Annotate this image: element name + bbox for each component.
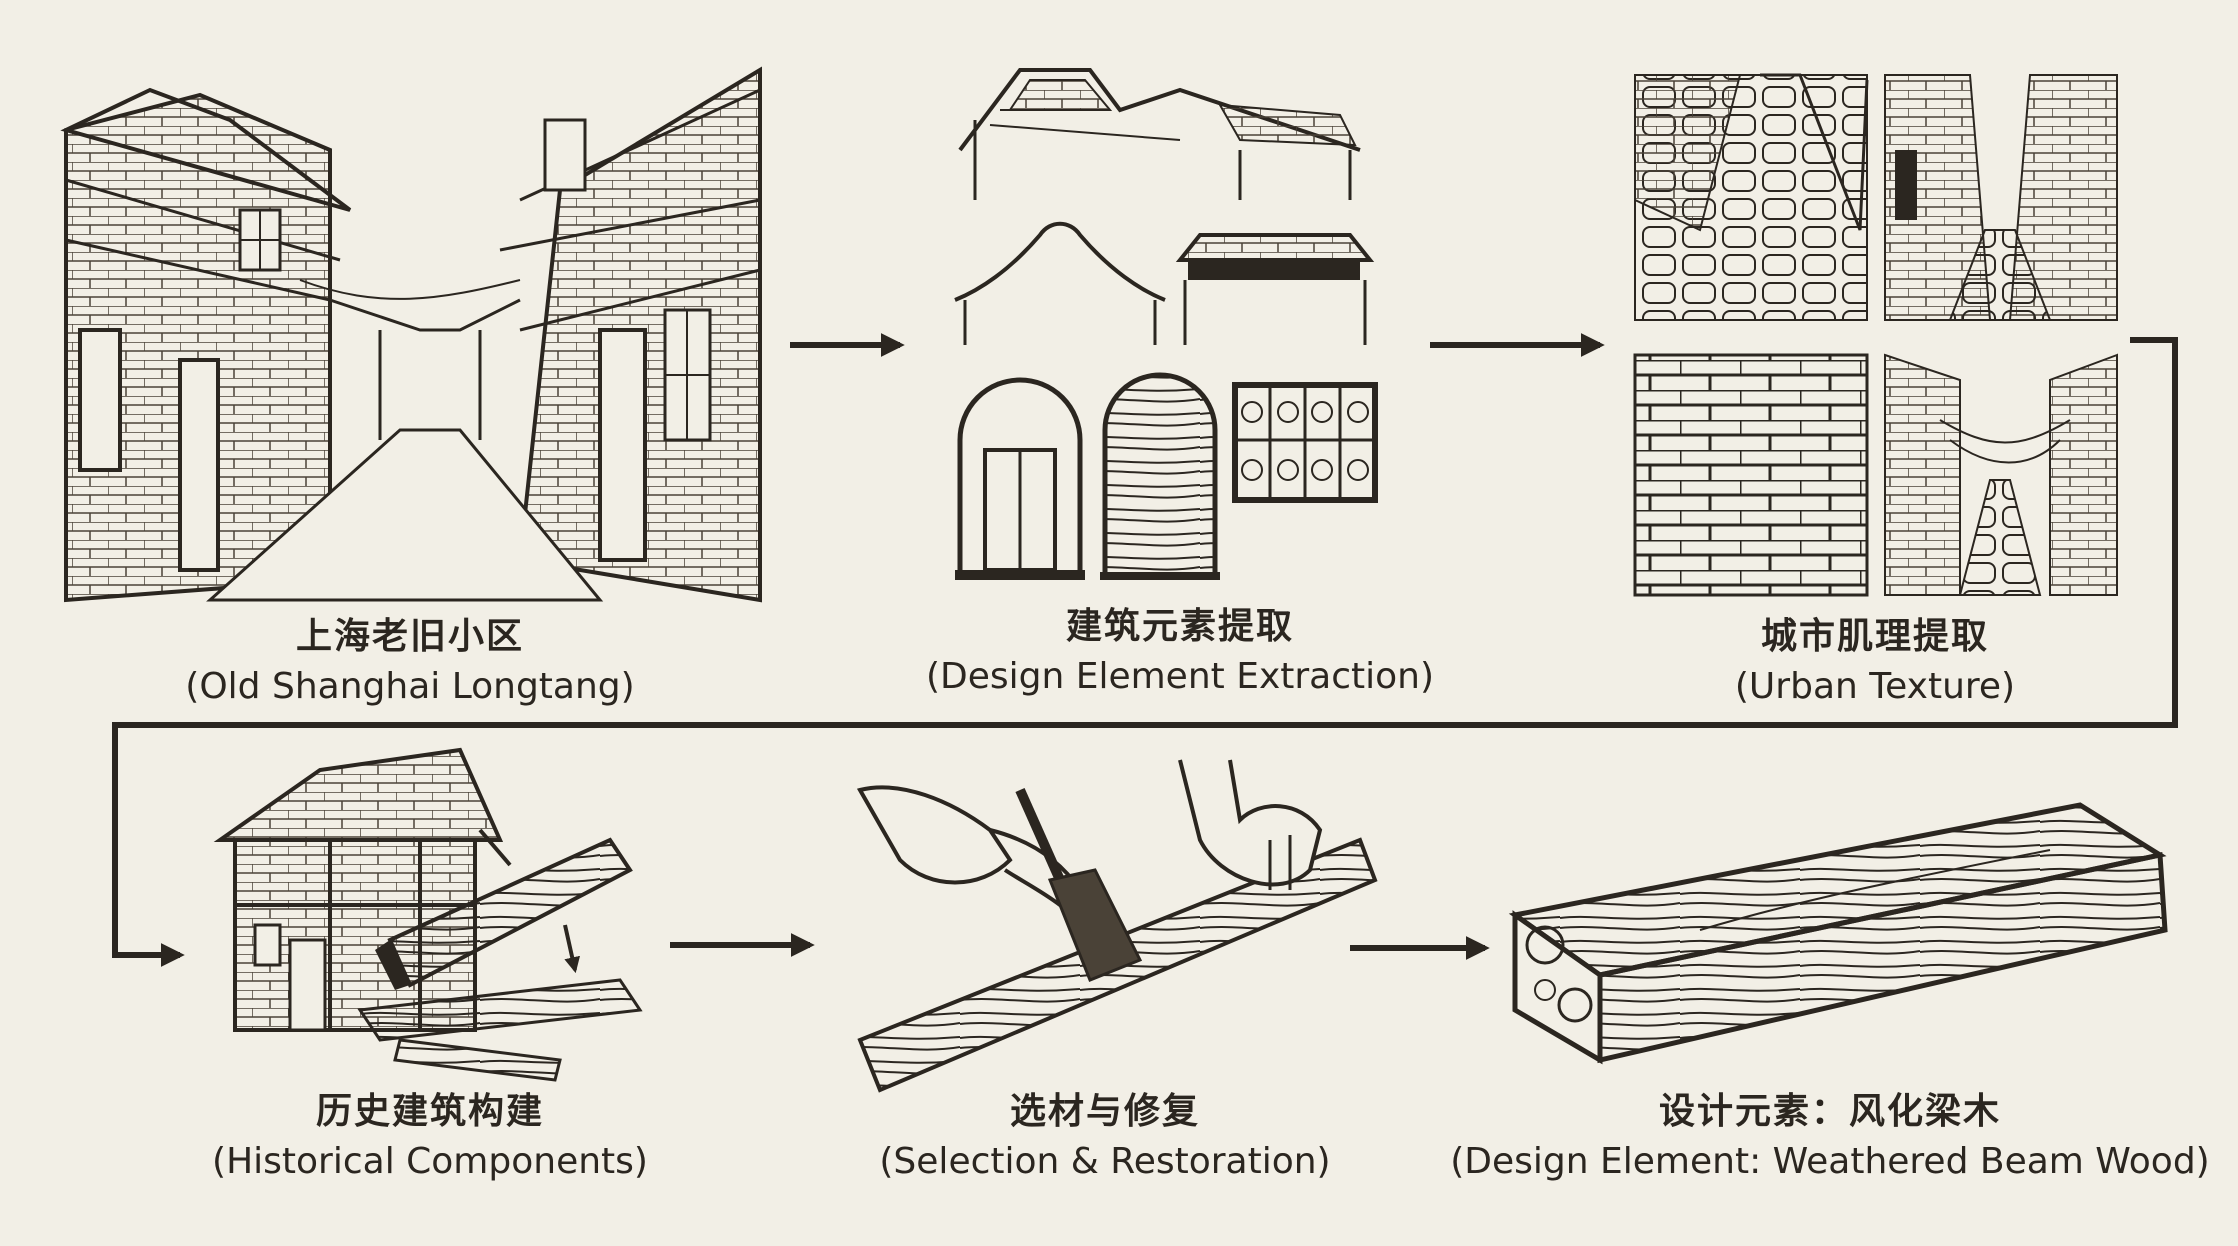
architectural-elements-icon [954,68,1378,580]
step-title-en: (Design Element: Weathered Beam Wood) [1450,1141,2210,1183]
step-title-en: (Urban Texture) [1734,666,2016,708]
weathered-beam-icon [1508,802,2168,1065]
step-title-en: (Selection & Restoration) [879,1141,1331,1183]
step-title-en: (Historical Components) [212,1141,648,1183]
alley-sketch-icon [60,66,762,603]
step-label-old-longtang: 上海老旧小区 (Old Shanghai Longtang) [150,615,670,711]
step-title-zh: 选材与修复 [1009,1091,1200,1132]
step-title-en: (Design Element Extraction) [925,656,1435,698]
step-label-urban-texture: 城市肌理提取 (Urban Texture) [1650,615,2100,711]
flow-arrows [112,333,2178,967]
step-title-zh: 设计元素：风化梁木 [1658,1091,2001,1132]
step-title-zh: 城市肌理提取 [1760,616,1989,657]
hands-brush-icon [856,759,1378,1093]
step-title-zh: 历史建筑构建 [315,1091,544,1132]
urban-texture-icon [1633,73,2118,597]
connector-row1-to-row2 [112,337,2178,967]
step-label-weathered-beam: 设计元素：风化梁木 (Design Element: Weathered Bea… [1450,1090,2210,1186]
old-building-beam-icon [213,747,643,1082]
step-title-en: (Old Shanghai Longtang) [185,666,635,708]
step-title-zh: 建筑元素提取 [1065,606,1294,647]
step-label-selection-restoration: 选材与修复 (Selection & Restoration) [840,1090,1370,1186]
step-title-zh: 上海老旧小区 [295,616,524,657]
step-label-historical-components: 历史建筑构建 (Historical Components) [180,1090,680,1186]
step-label-element-extraction: 建筑元素提取 (Design Element Extraction) [880,605,1480,701]
